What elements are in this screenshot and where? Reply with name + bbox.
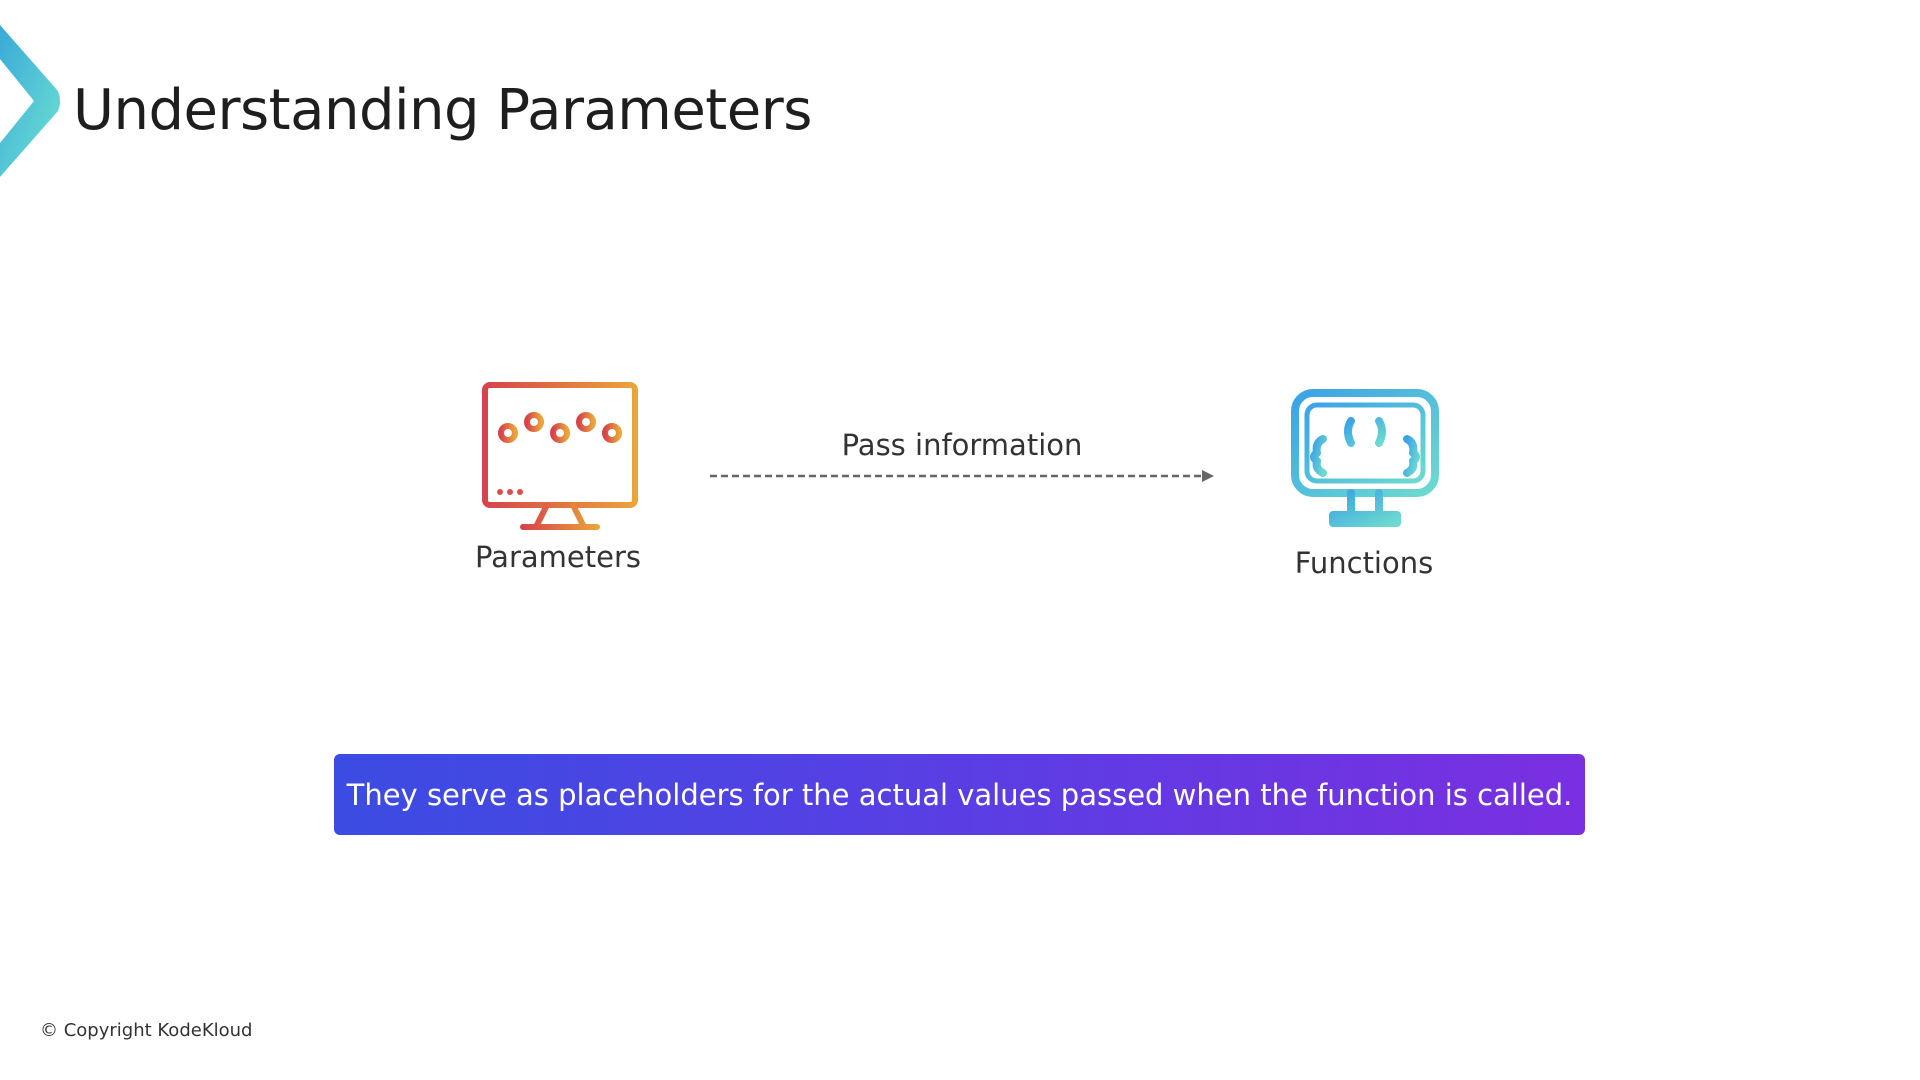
chevron-logo-icon (0, 25, 60, 177)
dashed-arrow-icon (710, 470, 1214, 482)
info-banner: They serve as placeholders for the actua… (334, 754, 1585, 835)
copyright-text: © Copyright KodeKloud (40, 1020, 253, 1041)
parameters-label: Parameters (475, 540, 641, 574)
monitor-code-icon (1291, 389, 1439, 527)
pass-information-label: Pass information (841, 428, 1083, 462)
functions-label: Functions (1294, 546, 1434, 580)
page-title: Understanding Parameters (73, 78, 812, 143)
banner-text: They serve as placeholders for the actua… (346, 777, 1573, 812)
monitor-sliders-icon (482, 382, 638, 530)
